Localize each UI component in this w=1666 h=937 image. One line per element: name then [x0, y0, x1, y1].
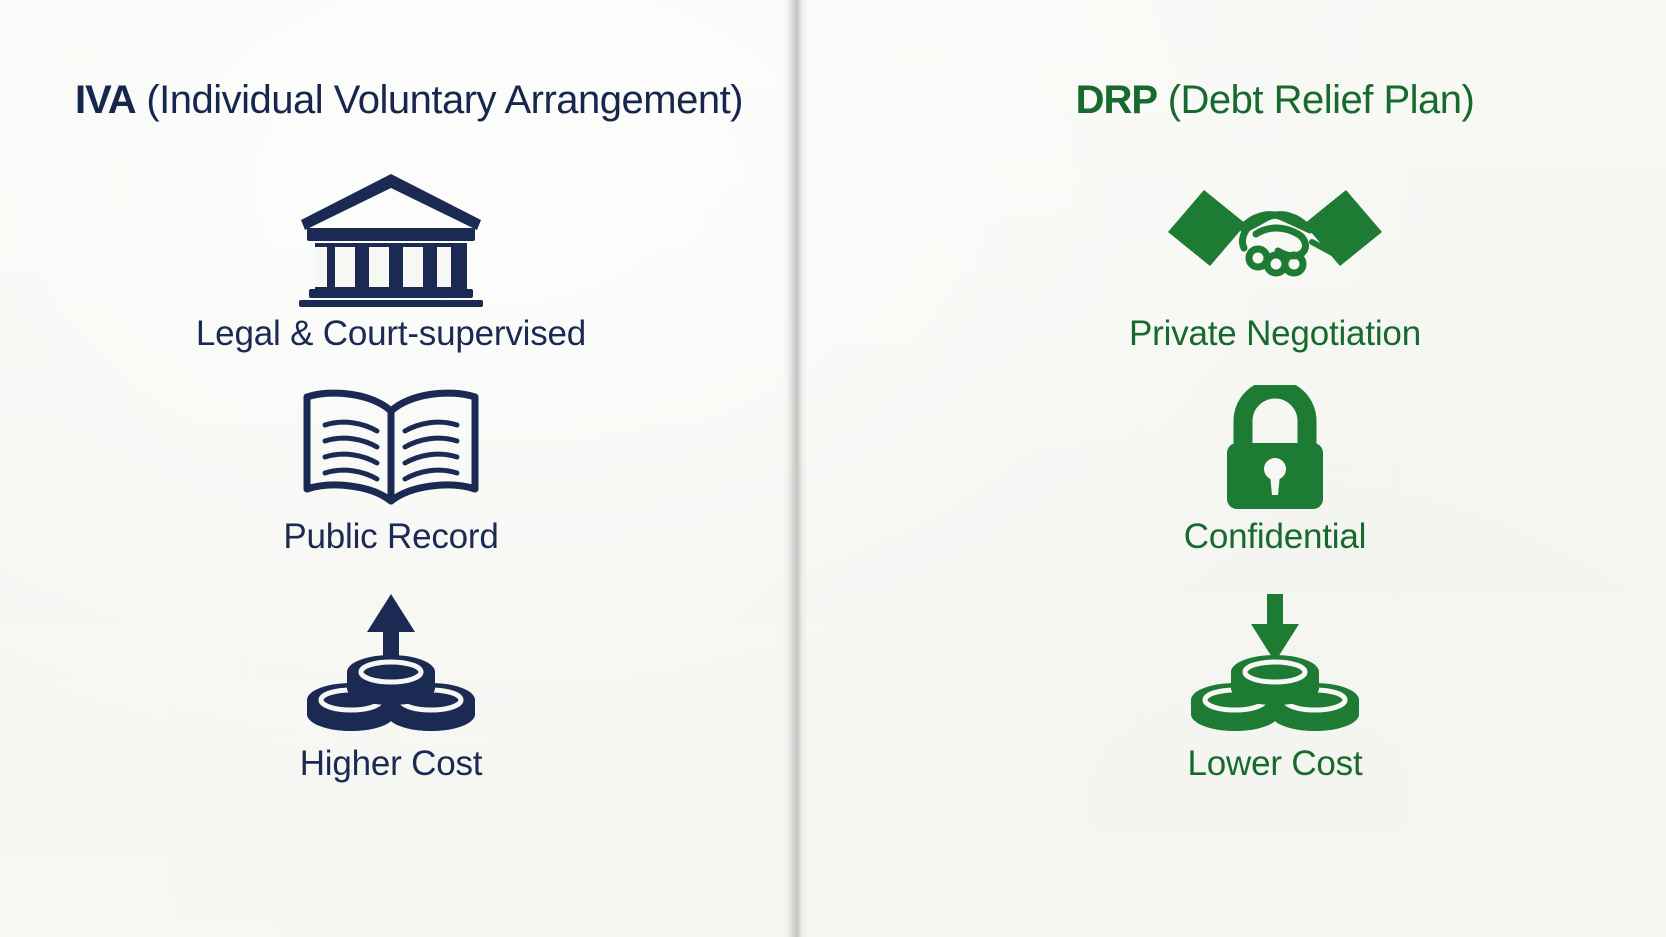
right-item-3: Lower Cost: [884, 588, 1666, 784]
left-item-1-label: Legal & Court-supervised: [195, 314, 587, 353]
right-title-abbr: DRP: [1075, 78, 1158, 122]
padlock-icon: [1227, 385, 1323, 509]
coins-up-arrow-icon: [307, 594, 475, 731]
left-item-3-label: Higher Cost: [299, 744, 483, 783]
column-divider: [782, 0, 808, 937]
left-item-1: Legal & Court-supervised: [0, 168, 782, 354]
left-item-3: Higher Cost: [0, 588, 782, 784]
left-column-iva: IVA (Individual Voluntary Arrangement): [0, 0, 782, 937]
right-item-1-label: Private Negotiation: [1129, 314, 1421, 353]
right-item-2-label: Confidential: [1183, 517, 1367, 556]
right-column-drp: DRP (Debt Relief Plan): [884, 0, 1666, 937]
left-title-full: (Individual Voluntary Arrangement): [146, 78, 743, 122]
courthouse-icon: [299, 174, 483, 307]
arrow-up-glyph: [367, 594, 415, 662]
left-title-abbr: IVA: [74, 78, 137, 122]
left-column-title: IVA (Individual Voluntary Arrangement): [0, 78, 800, 123]
left-item-2-label: Public Record: [283, 517, 499, 556]
handshake-icon: [1168, 190, 1382, 277]
right-item-3-label: Lower Cost: [1187, 744, 1363, 783]
left-item-2: Public Record: [0, 385, 782, 557]
right-item-1: Private Negotiation: [884, 168, 1666, 354]
open-book-icon: [303, 389, 479, 505]
coins-down-arrow-icon: [1191, 594, 1359, 731]
right-item-2: Confidential: [884, 385, 1666, 557]
arrow-down-glyph: [1251, 594, 1299, 662]
right-column-title: DRP (Debt Relief Plan): [884, 78, 1666, 123]
right-title-full: (Debt Relief Plan): [1167, 78, 1475, 122]
